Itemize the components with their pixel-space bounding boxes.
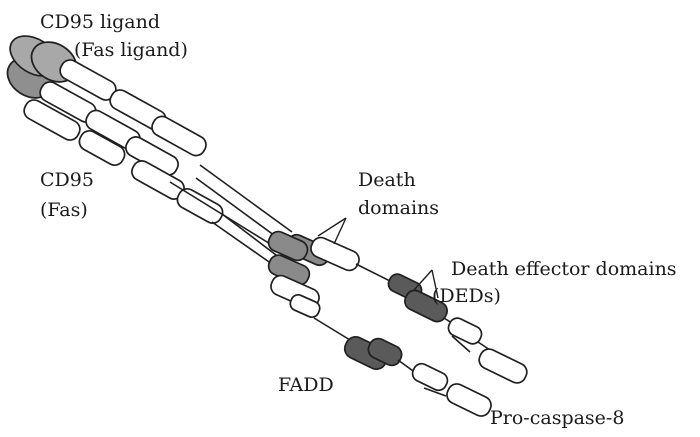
labels: CD95 ligand (Fas ligand) CD95 (Fas) Deat… — [40, 11, 677, 429]
procaspase-8-upper — [444, 315, 530, 385]
fadd-upper — [308, 235, 450, 325]
fadd-label: FADD — [278, 374, 334, 396]
procaspase-segment — [444, 381, 494, 419]
ligand-label-line2: (Fas ligand) — [74, 39, 188, 61]
procaspase-segment — [410, 361, 450, 393]
receptor-label-line2: (Fas) — [40, 199, 88, 221]
ded-pointer — [414, 270, 432, 290]
death-domains-label-line2: domains — [358, 197, 439, 219]
procaspase-8-lower — [398, 360, 494, 419]
death-domains-label-line1: Death — [358, 169, 416, 191]
ligand-label-line1: CD95 ligand — [40, 11, 160, 33]
procaspase-segment — [476, 346, 530, 386]
receptor-label-line1: CD95 — [40, 169, 94, 191]
fadd-lower — [268, 273, 405, 373]
ded-label-line1: Death effector domains — [451, 258, 677, 280]
receptor-segment — [174, 186, 226, 227]
ded-label-line2: (DEDs) — [432, 285, 501, 307]
procaspase-label: Pro-caspase-8 — [490, 407, 624, 429]
